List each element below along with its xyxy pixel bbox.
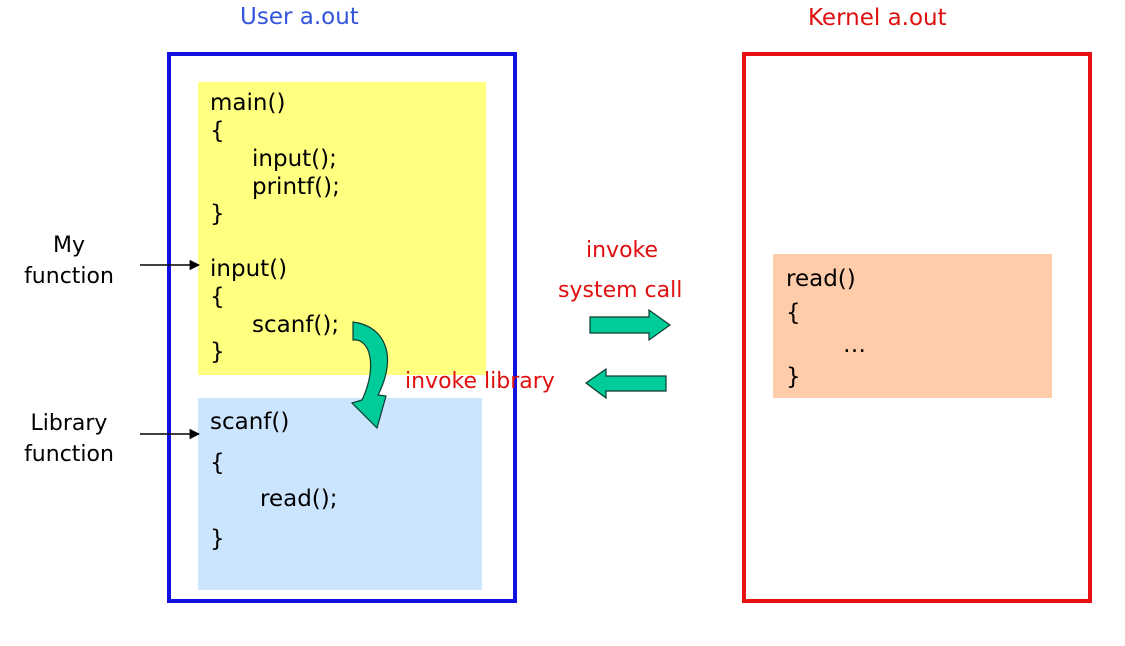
call-library-curved-arrow xyxy=(350,321,389,430)
kernel-read-block xyxy=(773,254,1052,398)
user-functions-block xyxy=(198,82,486,375)
code-scanf-read-call: read(); xyxy=(260,486,338,512)
user-space-frame xyxy=(167,52,517,603)
library-function-label: Library function xyxy=(10,408,128,470)
code-main-printf-call: printf(); xyxy=(252,174,340,200)
my-function-label-line-2: function xyxy=(24,264,114,289)
code-main-signature: main() xyxy=(210,90,286,116)
code-read-open-brace: { xyxy=(786,300,801,326)
library-function-block xyxy=(198,398,482,590)
kernel-space-frame xyxy=(742,52,1092,603)
kernel-aout-title: Kernel a.out xyxy=(808,5,947,31)
my-function-label-line-1: My xyxy=(52,233,85,258)
my-function-label: My function xyxy=(10,230,128,292)
code-input-scanf-call: scanf(); xyxy=(252,312,340,338)
code-main-input-call: input(); xyxy=(252,146,337,172)
invoke-library-label: invoke library xyxy=(405,369,555,394)
code-main-open-brace: { xyxy=(210,118,225,144)
code-read-ellipsis: … xyxy=(843,332,866,358)
code-scanf-open-brace: { xyxy=(210,450,225,476)
code-read-signature: read() xyxy=(786,266,856,292)
user-aout-title: User a.out xyxy=(240,4,359,30)
invoke-system-call-label-line-1: invoke xyxy=(586,238,659,263)
code-scanf-close-brace: } xyxy=(210,526,225,552)
system-call-arrow-right xyxy=(589,308,672,342)
code-input-signature: input() xyxy=(210,256,288,282)
code-input-open-brace: { xyxy=(210,284,225,310)
invoke-system-call-label-line-2: system call xyxy=(558,278,683,303)
return-arrow-left xyxy=(584,367,667,400)
library-function-label-line-2: function xyxy=(24,442,114,467)
code-input-close-brace: } xyxy=(210,339,225,365)
code-scanf-signature: scanf() xyxy=(210,409,290,435)
code-main-close-brace: } xyxy=(210,201,225,227)
code-read-close-brace: } xyxy=(786,364,801,390)
library-function-label-line-1: Library xyxy=(30,411,108,436)
